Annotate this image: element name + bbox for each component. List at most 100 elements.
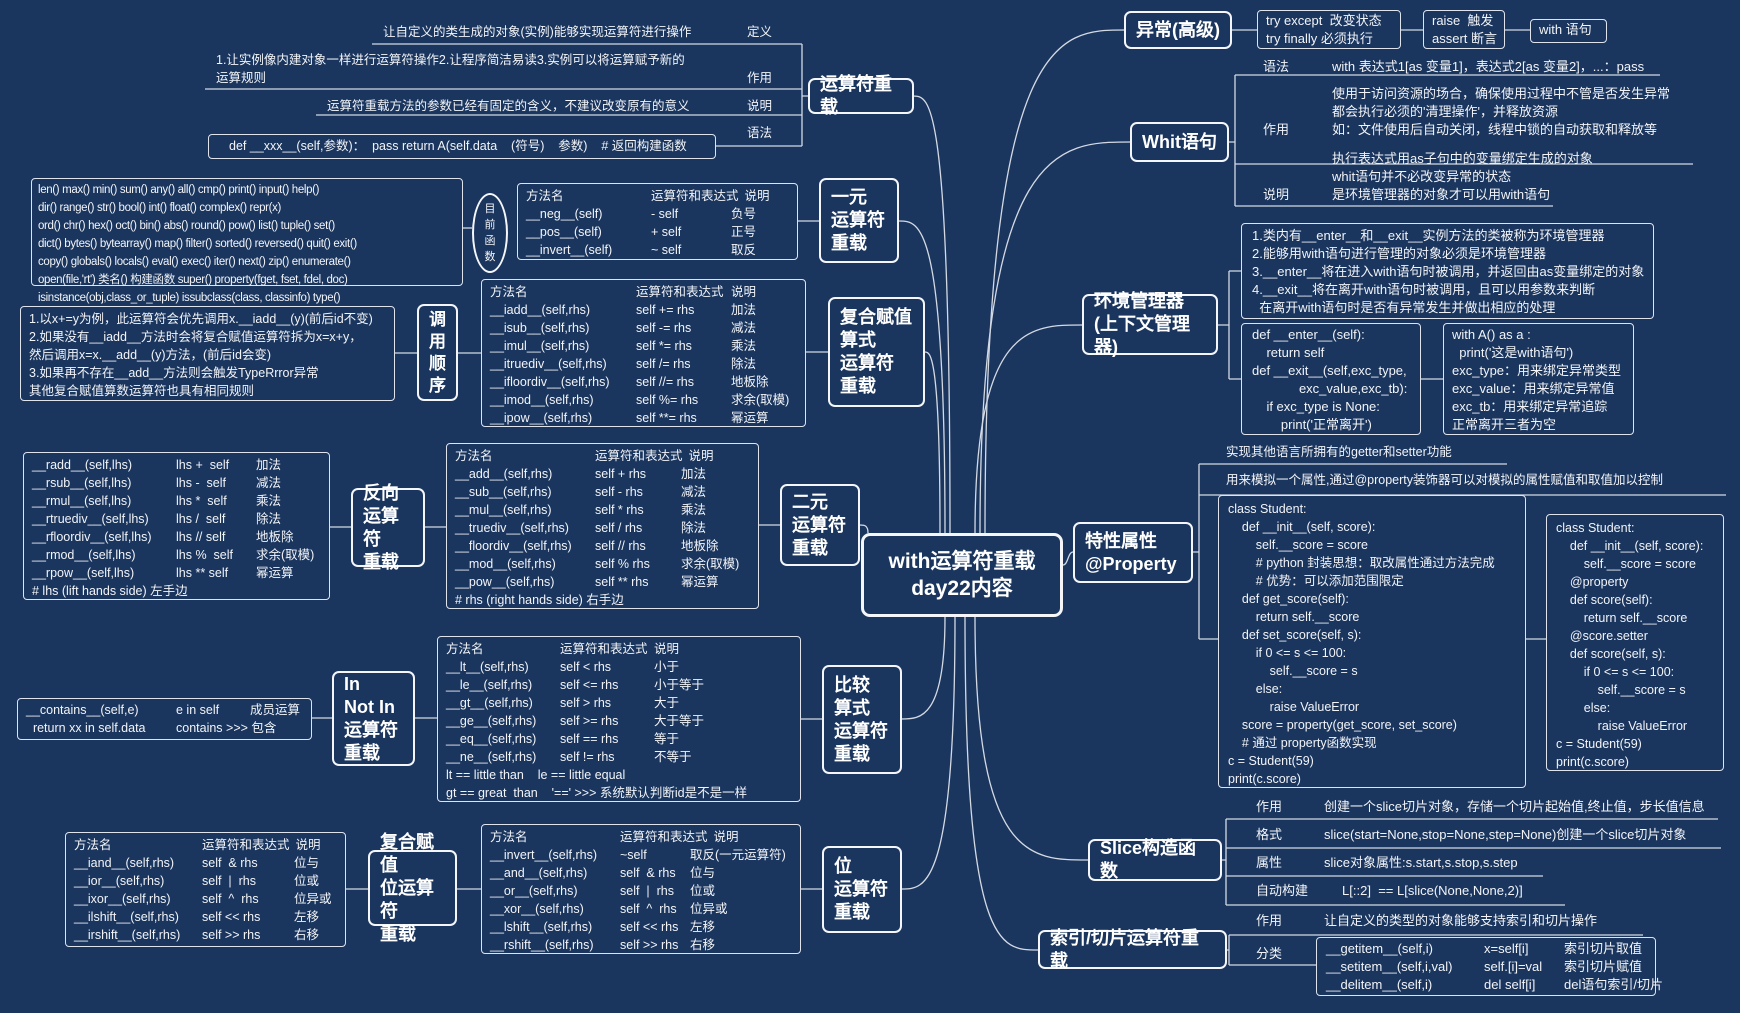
node-compound-assignment[interactable]: 复合赋值算式运算符重载 <box>828 297 925 407</box>
node-title-line: 重载 <box>831 233 867 253</box>
table-cell: lhs % self <box>176 548 233 562</box>
property-getter-setter-text: 实现其他语言所拥有的getter和setter功能 <box>1226 445 1452 459</box>
table-cell: self * rhs <box>595 503 644 517</box>
text-line: exc_value：用来绑定异常值 <box>1452 381 1615 396</box>
definition-label: 定义 <box>747 25 773 39</box>
node-unary-operator[interactable]: 一元运算符重载 <box>819 178 899 263</box>
index-purpose-label: 作用 <box>1256 913 1283 928</box>
node-comparison-operator[interactable]: 比较算式运算符重载 <box>822 665 902 774</box>
text-line: self.__score = s <box>1228 664 1358 678</box>
property-decorator-code-box: class Student: def __init__(self, score)… <box>1546 514 1724 771</box>
node-binary-operator[interactable]: 二元运算符重载 <box>780 484 860 566</box>
table-cell: 运算符和表达式 <box>620 830 708 844</box>
builtin-functions-label[interactable]: 目前函数 <box>472 193 508 273</box>
try-except-text: try except 改变状态 <box>1266 13 1382 28</box>
table-cell: 位异或 <box>690 902 728 916</box>
table-cell: 位异或 <box>294 892 332 906</box>
table-cell: __itruediv__(self,rhs) <box>490 357 607 371</box>
table-cell: self > rhs <box>560 696 612 710</box>
node-bitwise-operator[interactable]: 位运算符重载 <box>822 846 902 933</box>
node-title-line: 一元 <box>831 187 867 207</box>
table-header-row: 方法名运算符和表达式说明 <box>74 836 337 854</box>
table-footer-note: lt == little than le == little equal <box>446 768 626 782</box>
table-cell: self -= rhs <box>636 321 692 335</box>
table-cell: __ior__(self,rhs) <box>74 874 165 888</box>
node-title-line: 重载 <box>792 537 828 558</box>
central-topic[interactable]: with运算符重载 day22内容 <box>861 533 1063 617</box>
node-context-manager[interactable]: 环境管理器 (上下文管理器) <box>1082 291 1218 357</box>
table-cell: lhs - self <box>176 476 227 490</box>
table-cell: self ^ rhs <box>620 902 677 916</box>
node-title-line: 算式 <box>840 330 876 350</box>
table-cell: __rfloordiv__(self,lhs) <box>32 530 152 544</box>
node-compound-bitwise[interactable]: 复合赋值位运算符重载 <box>368 832 457 944</box>
text-line: def score(self): <box>1556 593 1653 607</box>
with-syntax-label: 语法 <box>1263 59 1290 74</box>
text-line: class Student: <box>1228 502 1307 516</box>
table-cell: 加法 <box>256 458 282 472</box>
slice-item-label: 作用 <box>1256 799 1283 814</box>
table-cell: __floordiv__(self,rhs) <box>455 539 572 553</box>
table-cell: __eq__(self,rhs) <box>446 732 537 746</box>
node-property[interactable]: 特性属性 @Property <box>1073 522 1193 583</box>
node-index-slice-overload[interactable]: 索引/切片运算符重载 <box>1038 928 1227 971</box>
node-slice-constructor[interactable]: Slice构造函数 <box>1088 838 1222 881</box>
text-line: def score(self, s): <box>1556 647 1666 661</box>
node-title-line: In <box>344 673 360 694</box>
index-category-label: 分类 <box>1256 946 1283 961</box>
text-line: else: <box>1556 701 1611 715</box>
node-title-line: 序 <box>429 375 446 395</box>
node-operator-overload[interactable]: 运算符重载 <box>808 74 914 117</box>
table-cell: lhs ** self <box>176 566 229 580</box>
table-cell: self / rhs <box>595 521 643 535</box>
node-title: 异常(高级) <box>1136 19 1220 40</box>
table-cell: __rpow__(self,lhs) <box>32 566 135 580</box>
node-title: 运算符重载 <box>820 74 892 117</box>
syntax-box: def __xxx__(self,参数)： pass return A(self… <box>208 134 716 159</box>
label-char: 数 <box>484 251 496 263</box>
table-cell: __invert__(self,rhs) <box>490 848 597 862</box>
table-cell: 方法名 <box>490 285 528 299</box>
text-line: return self.__score <box>1228 610 1360 624</box>
table-cell: self >> rhs <box>202 928 261 942</box>
table-cell: __invert__(self) <box>526 243 613 257</box>
with-syntax-text: with 表达式1[as 变量1]，表达式2[as 变量2]，...：pass <box>1332 59 1645 74</box>
table-cell: __le__(self,rhs) <box>446 678 533 692</box>
table-cell: 乘法 <box>731 339 757 353</box>
table-cell: self <= rhs <box>560 678 619 692</box>
call-order-line: 3.如果再不存在__add__方法则会触发TypeRrror异常 <box>29 366 319 380</box>
node-title-line: 运算符 <box>840 353 894 373</box>
table-cell: + self <box>651 225 682 239</box>
node-reverse-operator[interactable]: 反向运算符重载 <box>351 483 425 572</box>
node-exception[interactable]: 异常(高级) <box>1124 11 1232 49</box>
table-cell: lhs * self <box>176 494 227 508</box>
with-purpose-line: 都会执行必须的'清理操作'，并释放资源 <box>1332 104 1558 119</box>
purpose-line-2: 运算规则 <box>216 71 267 85</box>
text-line: print('这是with语句') <box>1452 345 1574 360</box>
node-subtitle: (上下文管理器) <box>1094 314 1190 357</box>
table-cell: self *= rhs <box>636 339 692 353</box>
slice-item-label: 属性 <box>1256 855 1283 870</box>
text-line: 4.__exit__将在离开with语句时被调用，且可以用参数来判断 <box>1252 282 1596 297</box>
node-title: 环境管理器 <box>1094 291 1184 311</box>
label-char: 函 <box>484 235 496 247</box>
node-with-statement[interactable]: Whit语句 <box>1130 122 1229 162</box>
builtin-function-line: copy() globals() locals() eval() exec() … <box>38 256 351 268</box>
table-cell: 位与 <box>690 866 716 880</box>
builtin-functions-box: len() max() min() sum() any() all() cmp(… <box>31 178 463 304</box>
node-call-order[interactable]: 调用顺序 <box>417 304 458 401</box>
table-cell: 成员运算 <box>250 703 301 717</box>
node-title-line: 二元 <box>792 491 828 512</box>
